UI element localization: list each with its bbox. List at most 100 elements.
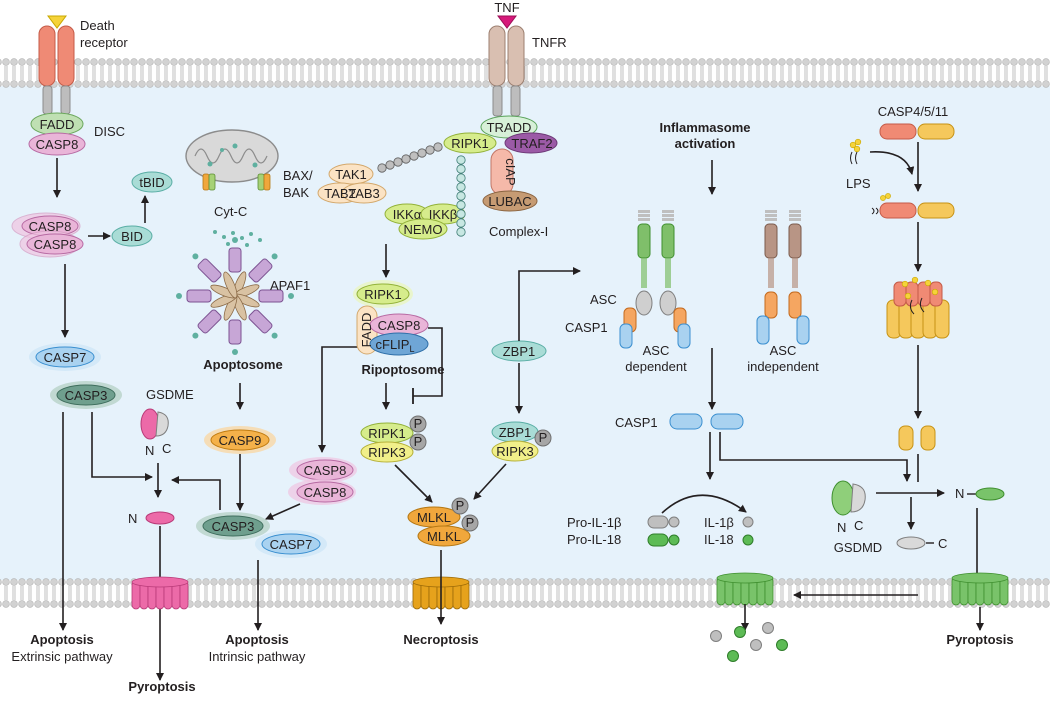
tnfr-label: TNFR [532,35,567,50]
card-domain [788,291,802,319]
gsdmd-label: GSDMD [834,540,882,555]
gsdmd-n-frag-label: N [955,486,964,501]
pore-rim [716,572,774,584]
zbp1-ripk3-complex [491,421,552,462]
ubiquitin [425,145,435,155]
pro-il18-label: Pro-IL-18 [567,532,621,547]
lps-dot [931,288,939,296]
casp4511-active [898,425,936,451]
nlr-lrr [662,218,674,221]
noncanonical-oligomer [886,276,950,339]
ubiquitin-chains [377,142,466,237]
apaf1-label: APAF1 [270,278,310,293]
lps-icon [849,138,862,165]
linear-ubiquitin [456,155,466,165]
inflammasome-label-2: activation [675,136,736,151]
nlr-lrr [765,218,777,221]
p-label-5: P [466,515,475,530]
disc-label: DISC [94,124,125,139]
mitochondrion [185,129,279,183]
casp8-dimer-label-1: CASP8 [29,219,72,234]
death-receptor-label-1: Death [80,18,115,33]
death-receptor [38,15,75,115]
outcome-apoptosis-extrinsic-sub: Extrinsic pathway [11,649,113,664]
p-label-4: P [456,498,465,513]
zbp1-label: ZBP1 [503,344,536,359]
cyt-c-dot [271,253,278,260]
nlr-lrr [638,210,650,213]
disc-complex [28,112,86,156]
pore-rim [131,576,189,588]
casp7-shape-center [255,530,327,558]
cyt-c-dot [232,349,238,355]
gsdme-n-frag-label: N [128,511,137,526]
apoptosome-label: Apoptosome [203,357,282,372]
pro-cytokines [647,515,680,547]
complex-i-label: Complex-I [489,224,548,239]
p-label-2: P [414,434,423,449]
cyt-c-dot [288,293,294,299]
ripk1-ripoptosome-label: RIPK1 [364,287,402,302]
cytoplasm [0,86,1050,580]
sensor-domain [788,223,802,259]
il18-dot [742,534,754,546]
nlr-lrr [789,218,801,221]
gsdmd-pore-left [716,572,774,606]
apaf1-arm [186,289,212,303]
casp9-label: CASP9 [219,433,262,448]
linear-ubiquitin [456,209,466,219]
casp1-domain [619,323,633,349]
ubiquitin [433,142,443,152]
plasma-membrane-top [0,58,1050,88]
p-label-3: P [539,430,548,445]
ripoptosome-shapes [353,280,429,356]
asc-domain [635,290,653,316]
sensor-domain [661,223,675,259]
sensor-domain [637,223,651,259]
complex-i-shapes [317,115,558,240]
casp4511-shape [879,123,955,140]
nlr-lrr [662,214,674,217]
ripk3-necrosome-label: RIPK3 [368,445,406,460]
cyt-c-dot [232,237,238,243]
bax-bak-label-2: BAK [283,185,309,200]
casp8-dimer-label-2: CASP8 [34,237,77,252]
p-label-1: P [414,416,423,431]
gsdme-c-label: C [162,441,171,456]
outcome-necroptosis: Necroptosis [403,632,478,647]
pore-rim [951,572,1009,584]
casp8-label: CASP8 [36,137,79,152]
casp8-center-label-1: CASP8 [304,463,347,478]
linear-ubiquitin [456,191,466,201]
il1b-label: IL-1β [704,515,734,530]
gsdmd-shape [831,480,866,516]
sensor-domain [764,223,778,259]
nlr-lrr [638,214,650,217]
gsdme-n-fragment [145,511,175,525]
lps-dot [911,276,919,284]
mlkl-label-1: MLKL [417,510,451,525]
linear-ubiquitin [456,173,466,183]
necrosome-ripk1-ripk3 [360,415,427,463]
ubiquitin [401,154,411,164]
lps-dot [904,292,912,300]
inflammasome-asc-independent [756,210,810,345]
cyt-c-dot [271,332,278,339]
gsdmd-n-fragment [975,487,1005,501]
tbid-label: tBID [139,175,164,190]
linear-ubiquitin [456,218,466,228]
nlr-lrr [662,210,674,213]
outcome-pyroptosis-left: Pyroptosis [128,679,195,694]
outcome-apoptosis-intrinsic: Apoptosis [225,632,289,647]
ubiquitin [393,157,403,167]
zbp1-complex-label: ZBP1 [499,425,532,440]
casp1-domain [796,315,810,345]
tbid-shape [131,171,173,193]
nlr-lrr [765,214,777,217]
apaf1-arm [197,309,222,334]
casp3-shape-center [196,512,270,540]
gsdme-label: GSDME [146,387,194,402]
casp7-label-left: CASP7 [44,350,87,365]
casp1-domain [677,323,691,349]
